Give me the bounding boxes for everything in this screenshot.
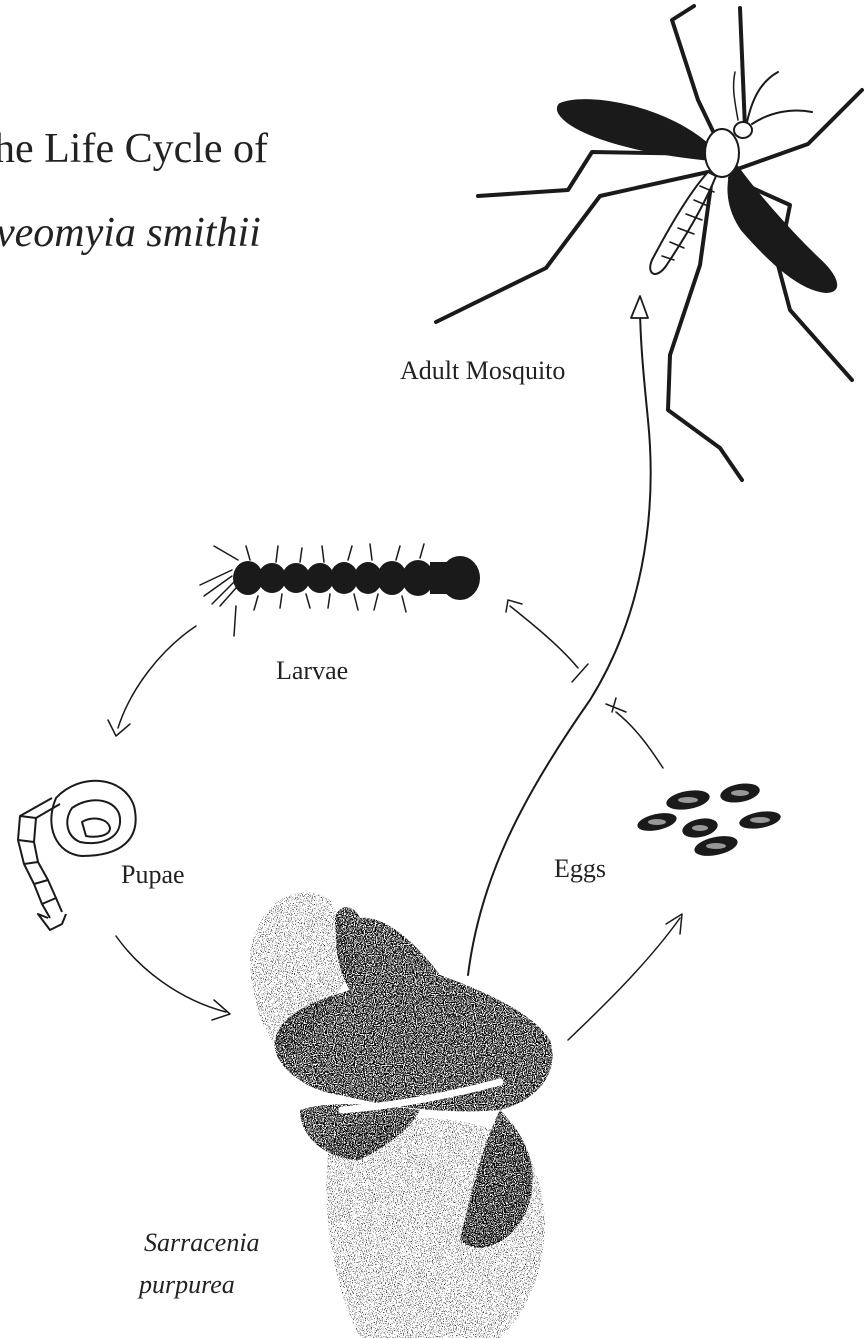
larvae-label: Larvae bbox=[276, 658, 348, 684]
pupa-drawing bbox=[18, 781, 136, 930]
adult-mosquito-drawing bbox=[436, 6, 862, 480]
eggs-label: Eggs bbox=[554, 856, 606, 882]
larva-drawing bbox=[200, 544, 480, 636]
plant-name-line-1: Sarracenia bbox=[144, 1230, 260, 1256]
plant-name-line-2: purpurea bbox=[139, 1272, 235, 1298]
pitcher-plant-drawing bbox=[250, 892, 553, 1338]
eggs-drawing bbox=[636, 781, 782, 860]
pupae-label: Pupae bbox=[121, 862, 185, 888]
adult-mosquito-label: Adult Mosquito bbox=[400, 358, 565, 384]
cycle-arrows bbox=[108, 296, 682, 1040]
